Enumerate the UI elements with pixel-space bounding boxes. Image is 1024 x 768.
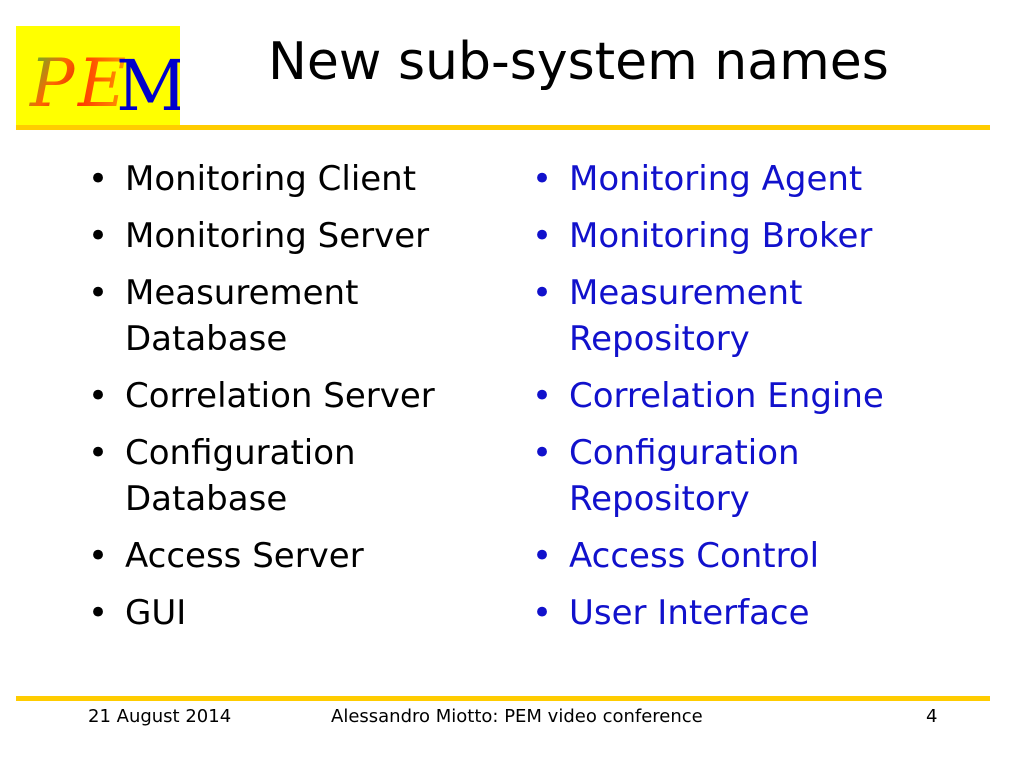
list-item: • Correlation Server [88, 373, 488, 419]
footer-presentation-info: Alessandro Miotto: PEM video conference [331, 706, 703, 727]
bullet-icon: • [88, 376, 109, 416]
list-item: • Monitoring Server [88, 213, 488, 259]
item-text-continued: Database [125, 319, 288, 359]
item-text: Correlation Engine [569, 376, 884, 416]
item-text: Measurement [125, 273, 359, 313]
item-text: Monitoring Broker [569, 216, 873, 256]
svg-text:P: P [29, 45, 76, 122]
item-text: User Interface [569, 593, 810, 633]
slide-title: New sub-system names [268, 32, 889, 92]
bullet-icon: • [88, 593, 109, 633]
item-text: Configuration [569, 433, 800, 473]
item-text: Monitoring Client [125, 159, 417, 199]
bullet-icon: • [532, 433, 553, 473]
item-text: Access Server [125, 536, 364, 576]
list-item: • Correlation Engine [532, 373, 972, 419]
footer-rule [16, 696, 990, 701]
list-item: • Monitoring Client [88, 156, 488, 202]
item-text: GUI [125, 593, 187, 633]
item-text-continued: Repository [569, 479, 750, 519]
list-item: • Access Server [88, 533, 488, 579]
item-text: Monitoring Agent [569, 159, 863, 199]
svg-text:M: M [116, 45, 180, 127]
item-text: Configuration [125, 433, 356, 473]
bullet-icon: • [532, 593, 553, 633]
footer-date: 21 August 2014 [88, 706, 232, 727]
item-text-continued: Database [125, 479, 288, 519]
bullet-icon: • [532, 216, 553, 256]
bullet-icon: • [88, 433, 109, 473]
footer-page-number: 4 [926, 706, 938, 727]
header-rule [16, 125, 990, 130]
svg-text:E: E [77, 45, 126, 122]
bullet-icon: • [88, 159, 109, 199]
bullet-icon: • [532, 536, 553, 576]
pem-logo-graphic: P E M [29, 45, 180, 127]
item-text-continued: Repository [569, 319, 750, 359]
list-item: • User Interface [532, 590, 972, 636]
item-text: Measurement [569, 273, 803, 313]
bullet-icon: • [88, 216, 109, 256]
item-text: Access Control [569, 536, 820, 576]
old-names-list: • Monitoring Client • Monitoring Server • M… [88, 156, 488, 647]
list-item: • Access Control [532, 533, 972, 579]
bullet-icon: • [532, 376, 553, 416]
list-item: • Monitoring Agent [532, 156, 972, 202]
bullet-icon: • [88, 536, 109, 576]
item-text: Monitoring Server [125, 216, 430, 256]
bullet-icon: • [532, 159, 553, 199]
pem-logo: P E M [16, 26, 180, 129]
bullet-icon: • [88, 273, 109, 313]
new-names-list: • Monitoring Agent • Monitoring Broker • Me… [532, 156, 972, 647]
list-item: • Monitoring Broker [532, 213, 972, 259]
list-item: • GUI [88, 590, 488, 636]
item-text: Correlation Server [125, 376, 435, 416]
bullet-icon: • [532, 273, 553, 313]
